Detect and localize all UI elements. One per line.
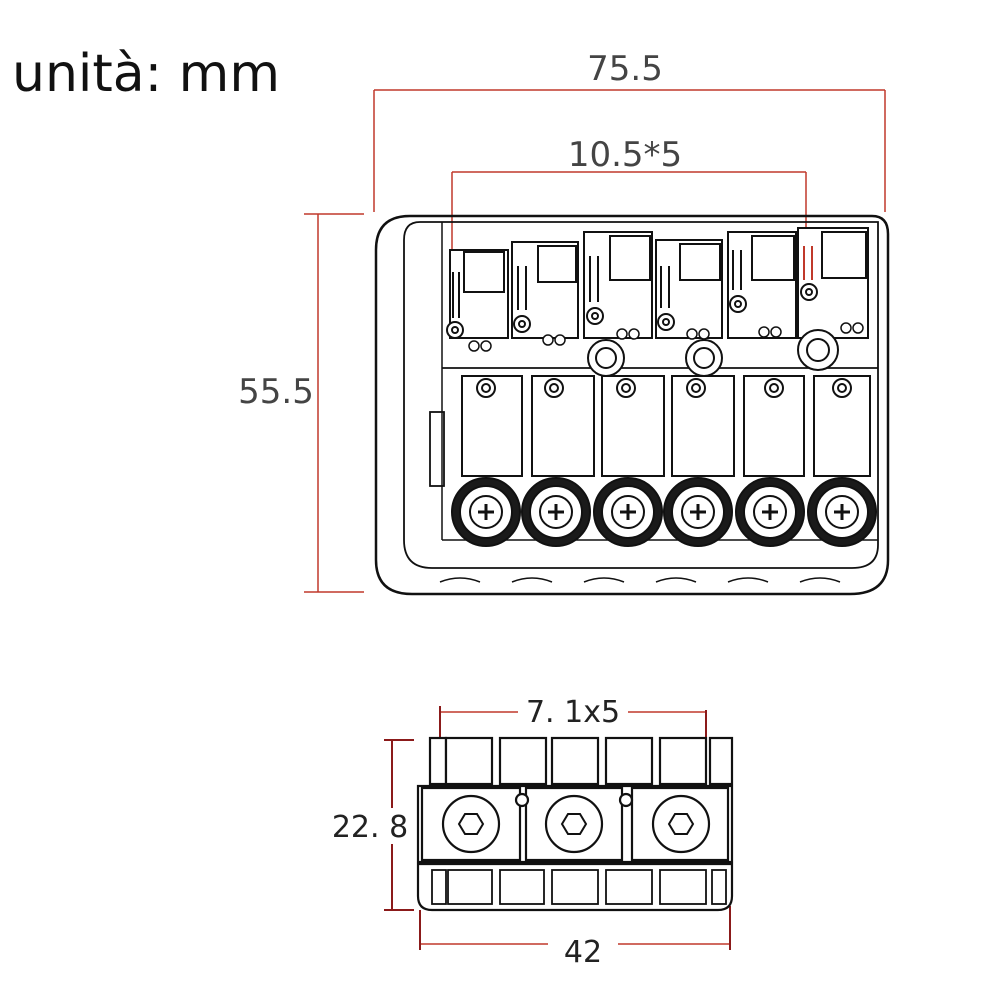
overall-height-label: 55.5 (238, 372, 314, 412)
saddle-base-screws (468, 322, 864, 352)
lower-block-3 (601, 375, 665, 477)
top-fins (428, 736, 734, 786)
connector-2 (618, 792, 634, 808)
bridge-top-view (374, 214, 890, 596)
side-height-label-bg (330, 808, 410, 844)
side-height-label: 22. 8 (332, 810, 408, 845)
saddle-4 (655, 239, 723, 377)
bridge-side-view (416, 736, 734, 912)
lower-block-4 (671, 375, 735, 477)
bottom-bumps (439, 577, 841, 583)
lower-block-2 (531, 375, 595, 477)
wheel-3 (593, 477, 663, 547)
saddle-1 (446, 249, 509, 339)
side-width-label: 42 (564, 935, 602, 970)
overall-width-label: 75.5 (587, 49, 663, 89)
connector-1 (514, 792, 530, 808)
bottom-slots (431, 869, 727, 905)
wheel-5 (735, 477, 805, 547)
lower-block-5 (743, 375, 805, 477)
saddle-5 (727, 231, 797, 339)
bridge-inner-rim (403, 221, 879, 569)
saddle-row-lower (461, 375, 871, 477)
string-spacing-label: 10.5*5 (568, 135, 682, 175)
lower-block-6 (813, 375, 871, 477)
saddle-2 (511, 241, 579, 339)
side-width-label-bg (548, 928, 618, 964)
left-latch (429, 411, 445, 487)
bridge-outer-body (374, 214, 890, 596)
side-spacing-label-bg (518, 694, 628, 730)
wheel-6 (807, 477, 877, 547)
saddle-3 (583, 231, 653, 377)
wheel-4 (663, 477, 733, 547)
unit-label: unità: mm (12, 44, 280, 104)
top-view-dimensions (304, 89, 886, 593)
bolt-plate-2 (524, 786, 624, 862)
wheel-1 (451, 477, 521, 547)
saddle-row-upper (446, 227, 869, 377)
knurled-wheels (451, 477, 877, 547)
bolt-plate-1 (420, 786, 522, 862)
wheel-2 (521, 477, 591, 547)
height-label-bg (236, 372, 316, 412)
side-spacing-label: 7. 1x5 (526, 695, 620, 730)
bolt-plate-3 (630, 786, 730, 862)
saddle-6 (797, 227, 869, 371)
lower-block-1 (461, 375, 523, 477)
